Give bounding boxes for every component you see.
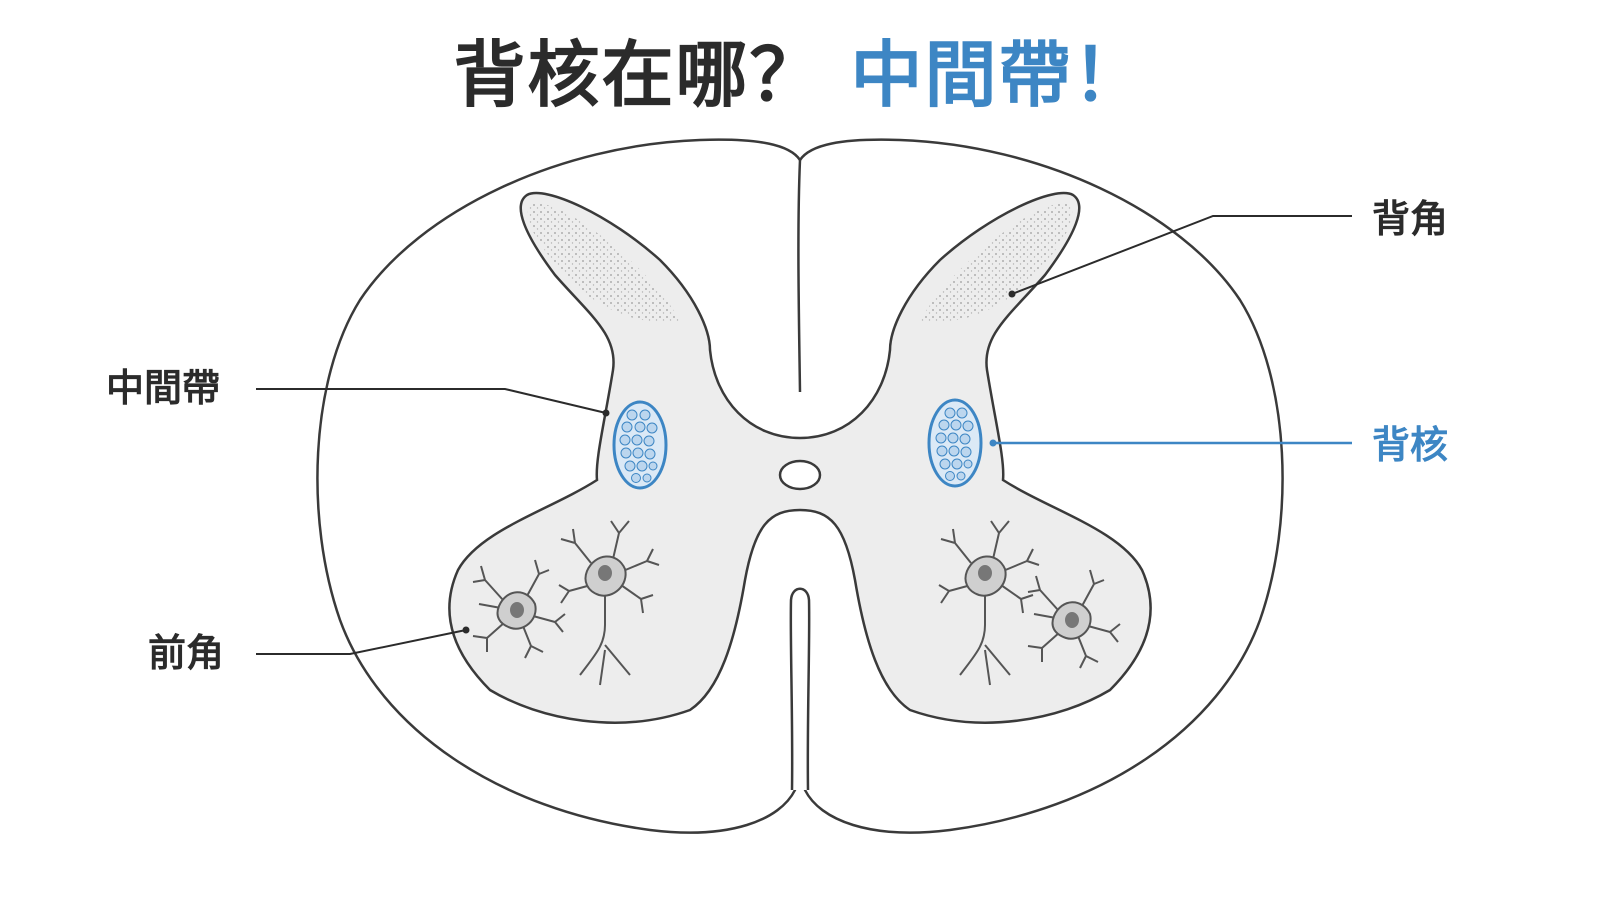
label-dorsal-horn: 背角 xyxy=(1372,197,1449,241)
label-intermediate-zone: 中間帶 xyxy=(106,366,221,410)
central-canal xyxy=(778,459,822,491)
page-title: 背核在哪？ 中間帶！ xyxy=(0,30,1600,120)
label-dorsal-nucleus: 背核 xyxy=(1372,423,1449,467)
motor-neuron xyxy=(1027,569,1121,669)
substantia-gelatinosa-left xyxy=(527,203,680,323)
dorsal-nucleus-left xyxy=(612,400,668,490)
dorsal-median-septum xyxy=(797,159,802,393)
substantia-gelatinosa-right xyxy=(920,203,1073,323)
leader-line-ventral-horn xyxy=(256,626,470,655)
motor-neuron xyxy=(472,559,566,659)
motor-neuron xyxy=(938,520,1040,686)
title-main: 背核在哪？ xyxy=(453,33,824,117)
dorsal-nucleus-right xyxy=(927,398,983,488)
label-ventral-horn: 前角 xyxy=(148,631,225,675)
leader-line-dorsal-nucleus xyxy=(989,439,1352,447)
title-highlight: 中間帶！ xyxy=(850,33,1147,117)
motor-neuron xyxy=(558,520,660,686)
leader-line-intermediate-zone xyxy=(256,388,610,417)
ventral-median-fissure xyxy=(789,587,811,791)
leader-line-dorsal-horn xyxy=(1008,215,1352,298)
